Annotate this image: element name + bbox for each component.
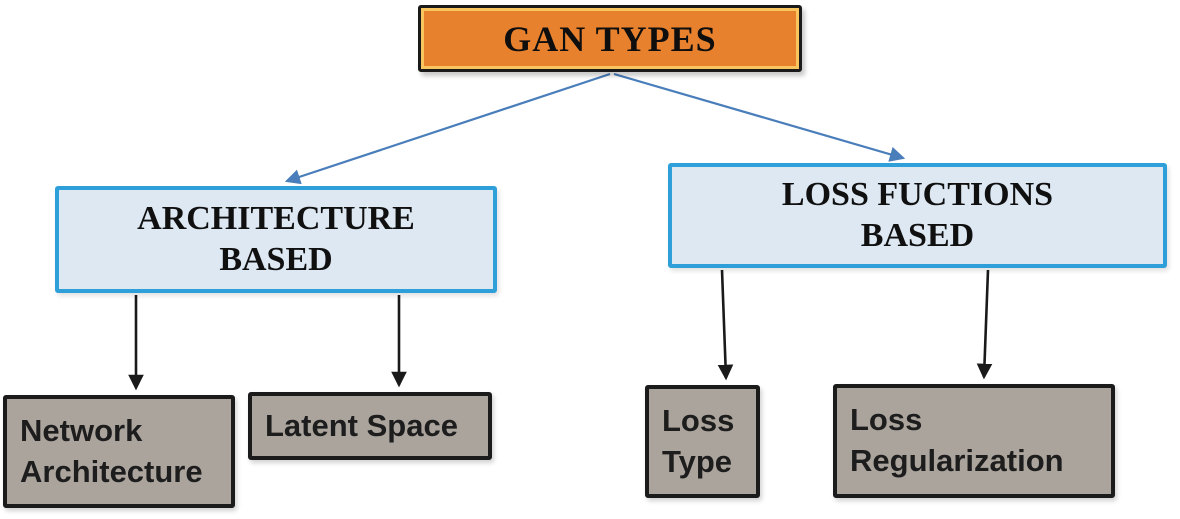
node-loss-type-label: Loss Type	[662, 402, 735, 479]
connector-loss-functions-to-loss-regularization	[976, 269, 993, 380]
node-latent-space-label: Latent Space	[265, 407, 458, 443]
node-loss-regularization-label: Loss Regularization	[850, 402, 1064, 478]
node-network-architecture-label: Network Architecture	[20, 412, 203, 489]
node-architecture-based: ARCHITECTURE BASED	[55, 186, 497, 293]
connector-loss-functions-to-loss-type	[717, 269, 734, 381]
node-loss-functions-based-label: LOSS FUCTIONS BASED	[781, 175, 1054, 254]
connector-root-to-loss-functions	[613, 72, 906, 162]
node-gan-types: GAN TYPES	[418, 5, 802, 72]
node-gan-types-label: GAN TYPES	[503, 18, 717, 59]
node-loss-functions-based: LOSS FUCTIONS BASED	[668, 163, 1167, 268]
node-loss-regularization: Loss Regularization	[833, 384, 1115, 498]
node-architecture-based-label: ARCHITECTURE BASED	[137, 199, 415, 278]
node-latent-space: Latent Space	[248, 392, 492, 460]
connector-root-to-architecture	[284, 72, 611, 185]
node-network-architecture: Network Architecture	[3, 395, 235, 508]
node-loss-type: Loss Type	[645, 385, 760, 498]
